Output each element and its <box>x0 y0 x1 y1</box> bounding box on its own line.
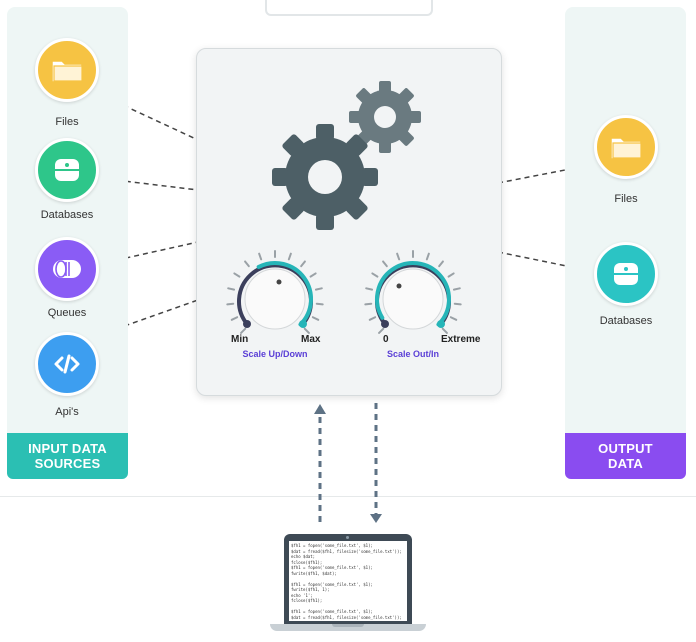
knob-indicator <box>396 283 402 289</box>
laptop-base <box>270 624 426 631</box>
code-line: fclose($fh1); <box>291 598 323 603</box>
input-api-label: Api's <box>55 406 79 418</box>
output-files-label: Files <box>614 193 638 205</box>
database-icon <box>55 159 79 181</box>
input-files-node[interactable] <box>35 38 99 102</box>
knob-tick <box>396 252 401 261</box>
scale-out-in-knob[interactable] <box>359 249 469 339</box>
laptop-screen-frame: $fh1 = fopen('some_file.txt', $1);$dat =… <box>284 534 412 624</box>
code-line: echo $dat; <box>291 554 316 559</box>
knob-tick <box>449 316 458 321</box>
code-line: $dat = fread($fh1, filesize('some_file.t… <box>291 614 402 620</box>
code-line: $dat = fread($fh1, filesize('some_file.t… <box>291 548 402 554</box>
knob-dial <box>382 268 444 330</box>
code-line: fwrite($fh1, 1); <box>291 587 330 592</box>
knob-max-label: Extreme <box>441 334 481 345</box>
output-databases-node[interactable] <box>594 242 658 306</box>
code-line: $fh1 = fopen('some_file.txt', $1); <box>291 565 373 570</box>
knob-min-label: 0 <box>383 334 389 345</box>
input-api-node[interactable] <box>35 332 99 396</box>
knob-tick <box>258 252 263 261</box>
knob-tick <box>244 260 250 268</box>
knob-level-arc <box>256 261 313 327</box>
code-icon <box>54 354 80 374</box>
knob-tick <box>378 327 385 334</box>
knob-up-down-caption: Scale Up/Down <box>242 349 308 359</box>
code-line: $fh1 = fopen('some_file.txt', $1); <box>291 609 373 614</box>
folder-icon <box>51 60 83 83</box>
knob-tick <box>227 287 236 291</box>
knob-ticks <box>364 250 462 334</box>
knob-tick <box>315 302 324 306</box>
knob-tick <box>230 316 239 321</box>
knob-tick <box>371 272 379 278</box>
input-queues-node[interactable] <box>35 237 99 301</box>
code-line: fwrite($fh1, $dat); <box>291 570 337 576</box>
knob-dial <box>244 268 306 330</box>
input-databases-label: Databases <box>40 209 94 221</box>
laptop: $fh1 = fopen('some_file.txt', $1);$dat =… <box>270 534 426 634</box>
input-databases-node[interactable] <box>35 138 99 202</box>
knob-tick <box>303 327 310 334</box>
laptop-code-screen: $fh1 = fopen('some_file.txt', $1);$dat =… <box>289 541 407 621</box>
code-line: $fh1 = fopen('some_file.txt', $1); <box>291 581 373 587</box>
knob-tick <box>438 260 444 268</box>
laptop-base-notch <box>332 624 364 627</box>
knob-tick <box>382 260 388 268</box>
processing-engine-card: Min Max Scale Up/Down 0 Extreme Scale Ou… <box>196 48 502 396</box>
knob-max-dot <box>299 320 307 328</box>
knob-tick <box>447 272 455 278</box>
input-files-label: Files <box>55 116 79 128</box>
input-queues-label: Queues <box>47 307 87 319</box>
code-line: echo '1'; <box>291 592 313 598</box>
knob-tick <box>425 252 430 261</box>
separator-line <box>0 496 696 497</box>
knob-tick <box>368 316 377 321</box>
knob-tick <box>441 327 448 334</box>
knob-level-arc <box>375 261 451 327</box>
top-partial-box <box>265 0 433 16</box>
connector-db-in <box>98 177 199 191</box>
knob-max-label: Max <box>301 334 321 345</box>
knob-tick <box>311 316 320 321</box>
arrow-up-head <box>314 404 326 414</box>
knob-tick <box>240 327 247 334</box>
knob-tick <box>452 287 461 291</box>
knob-out-in-caption: Scale Out/In <box>386 349 439 359</box>
folder-icon <box>610 137 642 160</box>
output-files-node[interactable] <box>594 115 658 179</box>
queue-icon <box>53 260 81 278</box>
knob-tick <box>364 302 373 306</box>
knob-min-dot <box>381 320 389 328</box>
knob-indicator <box>276 279 282 285</box>
output-databases-label: Databases <box>599 315 653 327</box>
small-gear-icon <box>349 81 421 153</box>
knob-tick <box>287 252 292 261</box>
gears-icon <box>272 81 421 230</box>
knob-tick <box>300 260 306 268</box>
knob-tick <box>365 287 374 291</box>
database-icon <box>614 263 638 285</box>
connector-queues-in <box>98 241 199 265</box>
input-panel-title: INPUT DATA SOURCES <box>7 433 128 479</box>
scale-up-down-knob[interactable] <box>221 249 331 339</box>
output-panel-title: OUTPUT DATA <box>565 433 686 479</box>
knob-min-label: Min <box>231 334 249 345</box>
knob-tick <box>309 272 317 278</box>
knob-min-dot <box>243 320 251 328</box>
arrow-down-head <box>370 514 382 523</box>
code-line: fclose($fh1); <box>291 559 323 565</box>
large-gear-icon <box>272 124 378 230</box>
knob-tick <box>226 302 235 306</box>
code-line: $fh1 = fopen('some_file.txt', $1); <box>291 543 373 548</box>
knob-max-dot <box>437 320 445 328</box>
knob-tick <box>233 272 241 278</box>
laptop-camera <box>346 536 349 539</box>
knob-tick <box>453 302 462 306</box>
knob-tick <box>314 287 323 291</box>
knob-ticks <box>226 250 324 334</box>
